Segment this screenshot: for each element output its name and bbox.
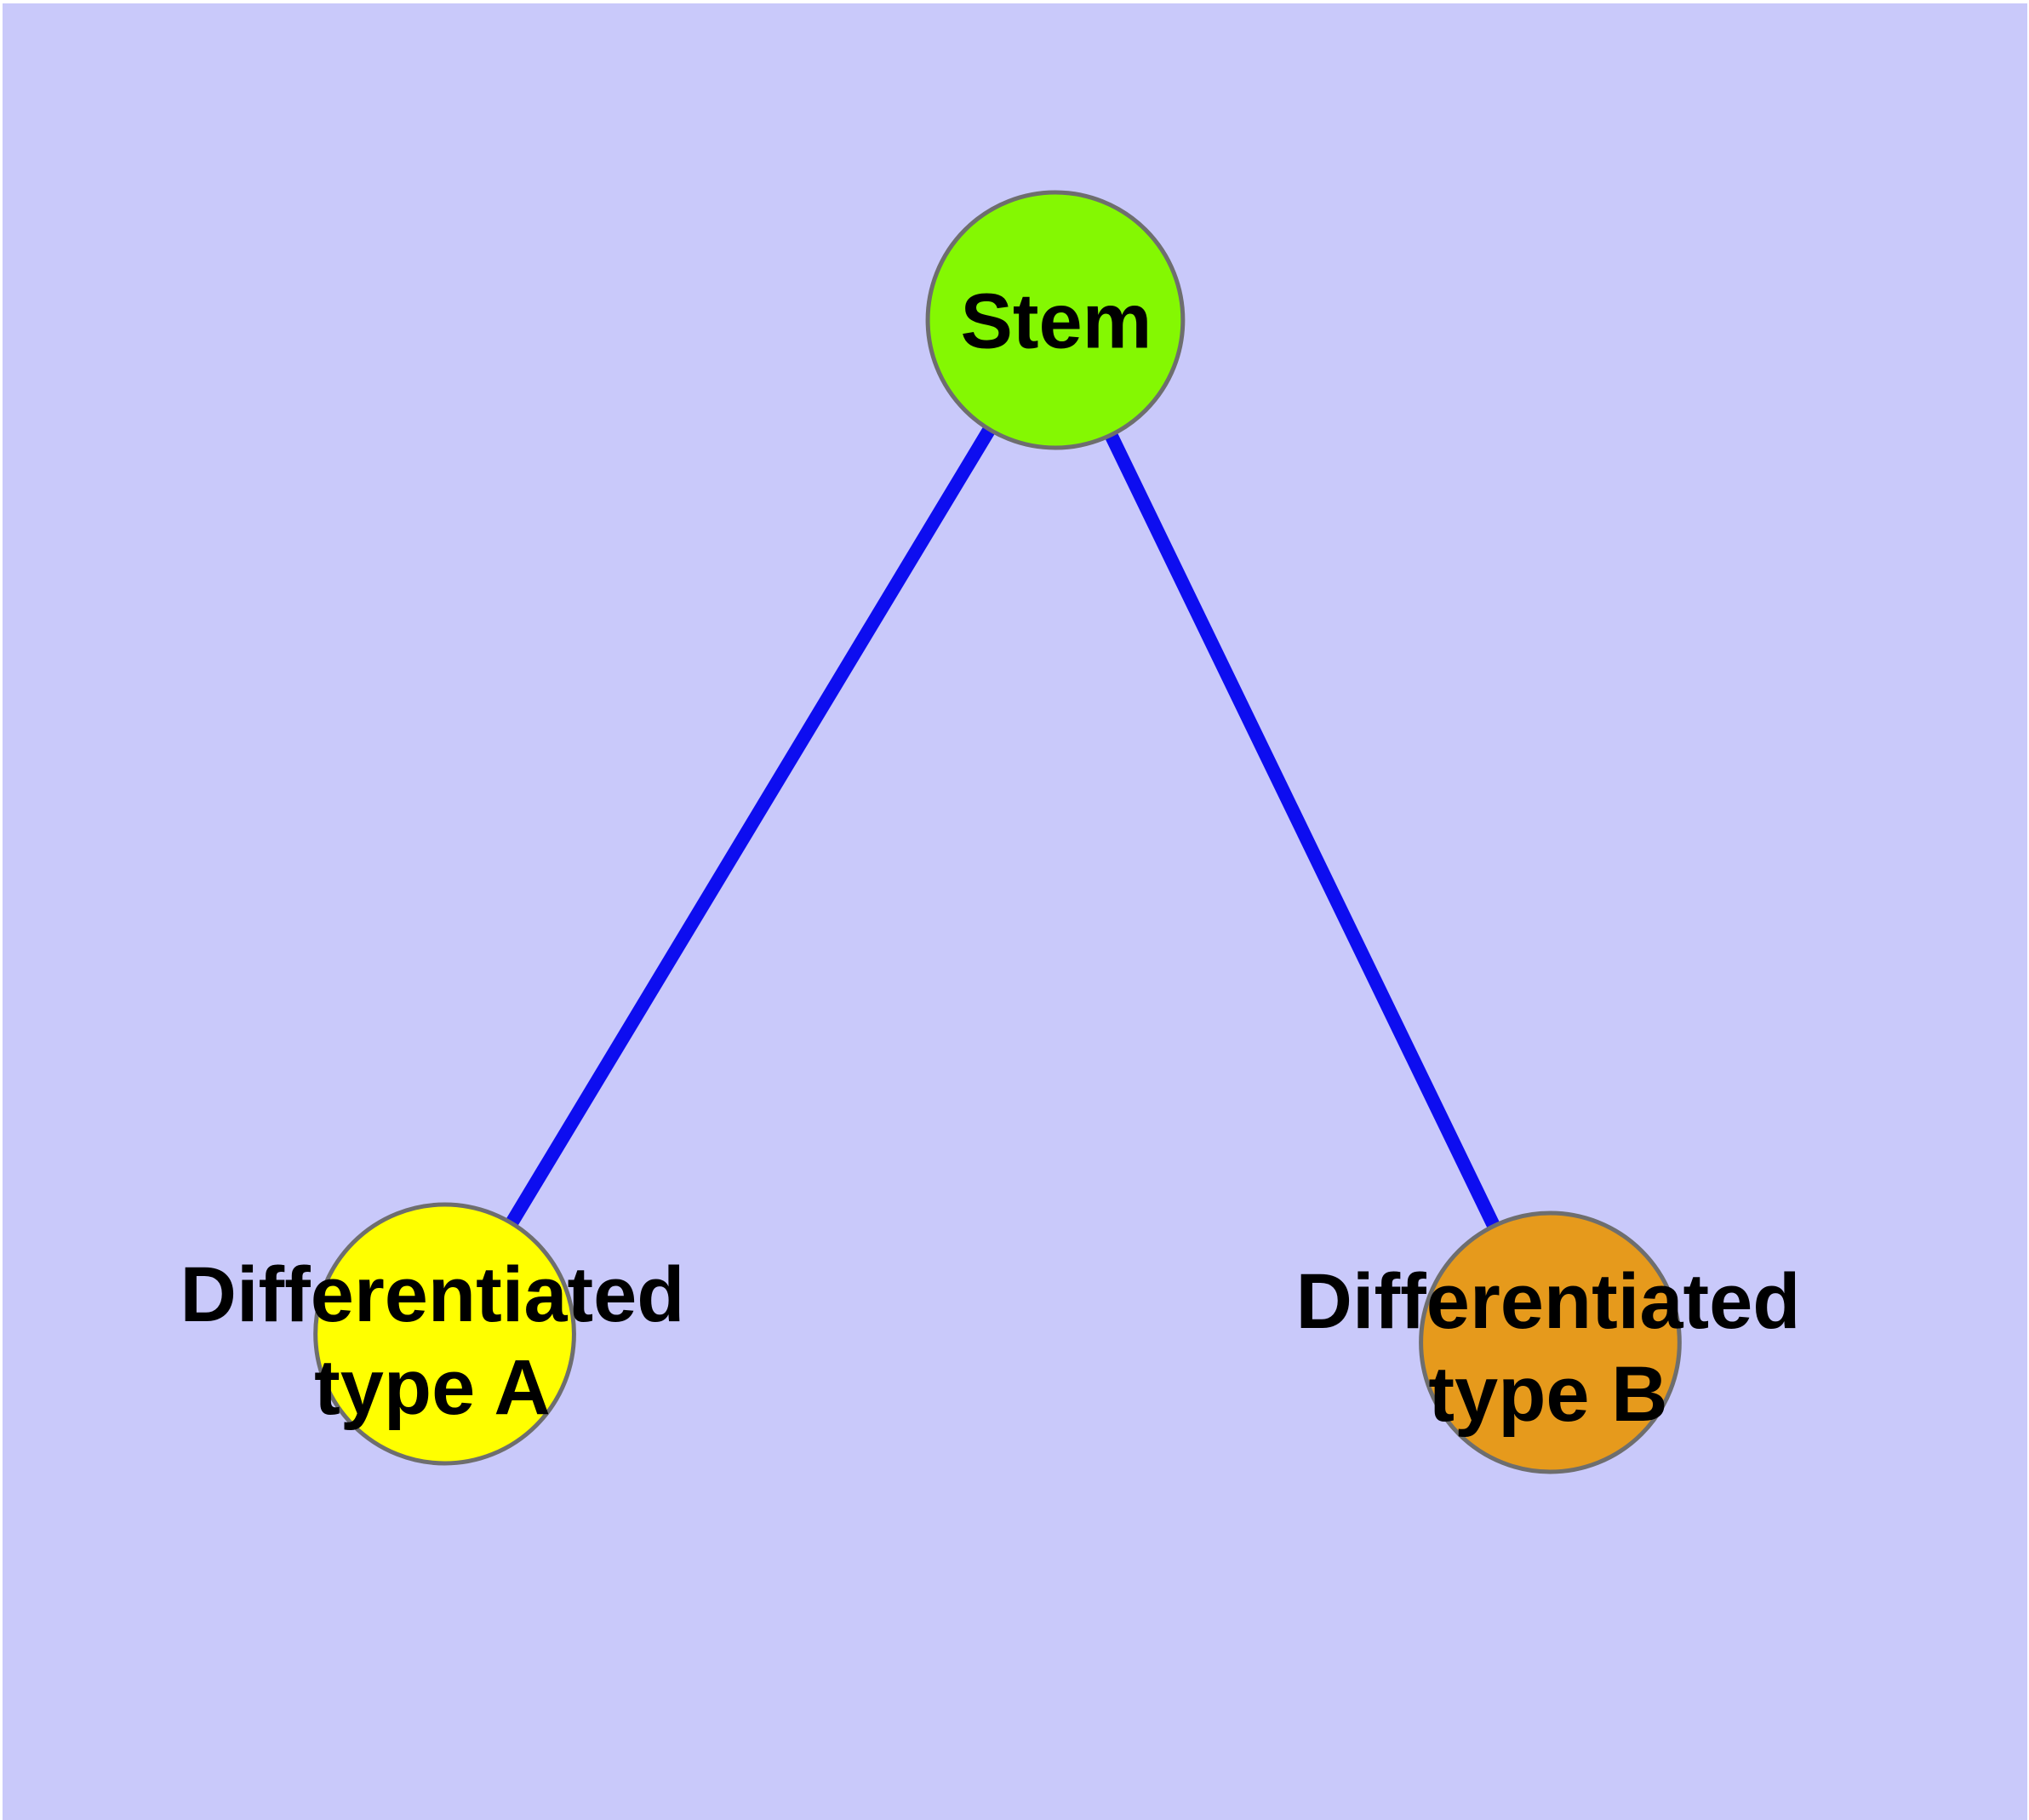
graph-svg <box>313 190 1682 1474</box>
node-differentiated-type-a-label: Differentiated type A <box>180 1249 685 1434</box>
node-differentiated-type-a <box>313 1202 576 1466</box>
node-type-a-label-line-1: Differentiated <box>180 1251 685 1338</box>
edge-stem-to-type-a <box>438 316 1061 1338</box>
node-type-b-label-line-1: Differentiated <box>1295 1258 1801 1345</box>
node-stem-label: Stem <box>961 276 1152 369</box>
node-type-b-label-line-2: type B <box>1428 1351 1668 1438</box>
node-type-a-label-line-2: type A <box>314 1344 551 1431</box>
edge-stem-to-type-b <box>1049 317 1557 1346</box>
plot-area: Stem Differentiated type A Differentiate… <box>3 3 2027 1820</box>
node-stem <box>925 190 1186 450</box>
node-differentiated-type-b-label: Differentiated type B <box>1296 1256 1801 1441</box>
node-stem-label-line: Stem <box>960 278 1152 365</box>
node-differentiated-type-b <box>1419 1210 1682 1474</box>
